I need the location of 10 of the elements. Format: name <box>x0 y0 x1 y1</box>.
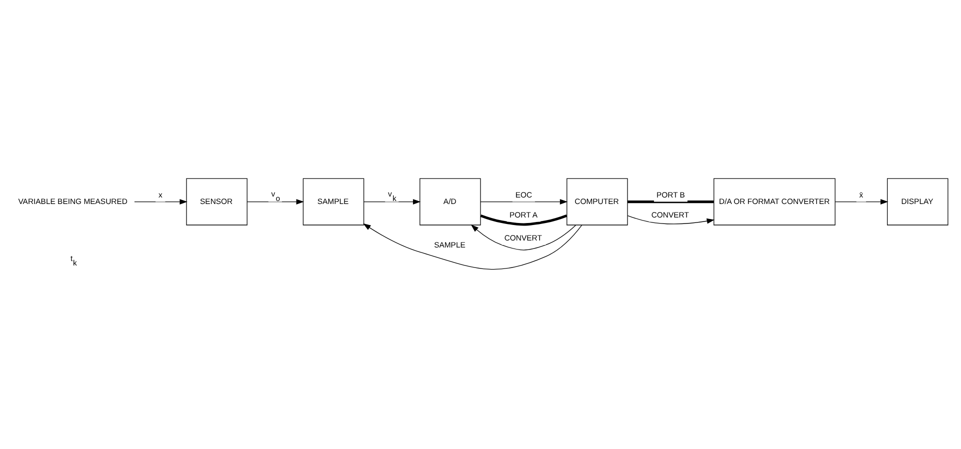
arrow <box>364 198 421 204</box>
arrow <box>134 198 188 204</box>
arrow <box>480 198 568 204</box>
connector <box>628 200 714 203</box>
connector <box>480 214 568 226</box>
arrow <box>470 224 576 250</box>
arrow <box>246 198 304 204</box>
arrow <box>627 214 715 224</box>
arrow <box>834 198 888 204</box>
arrow <box>363 222 582 270</box>
